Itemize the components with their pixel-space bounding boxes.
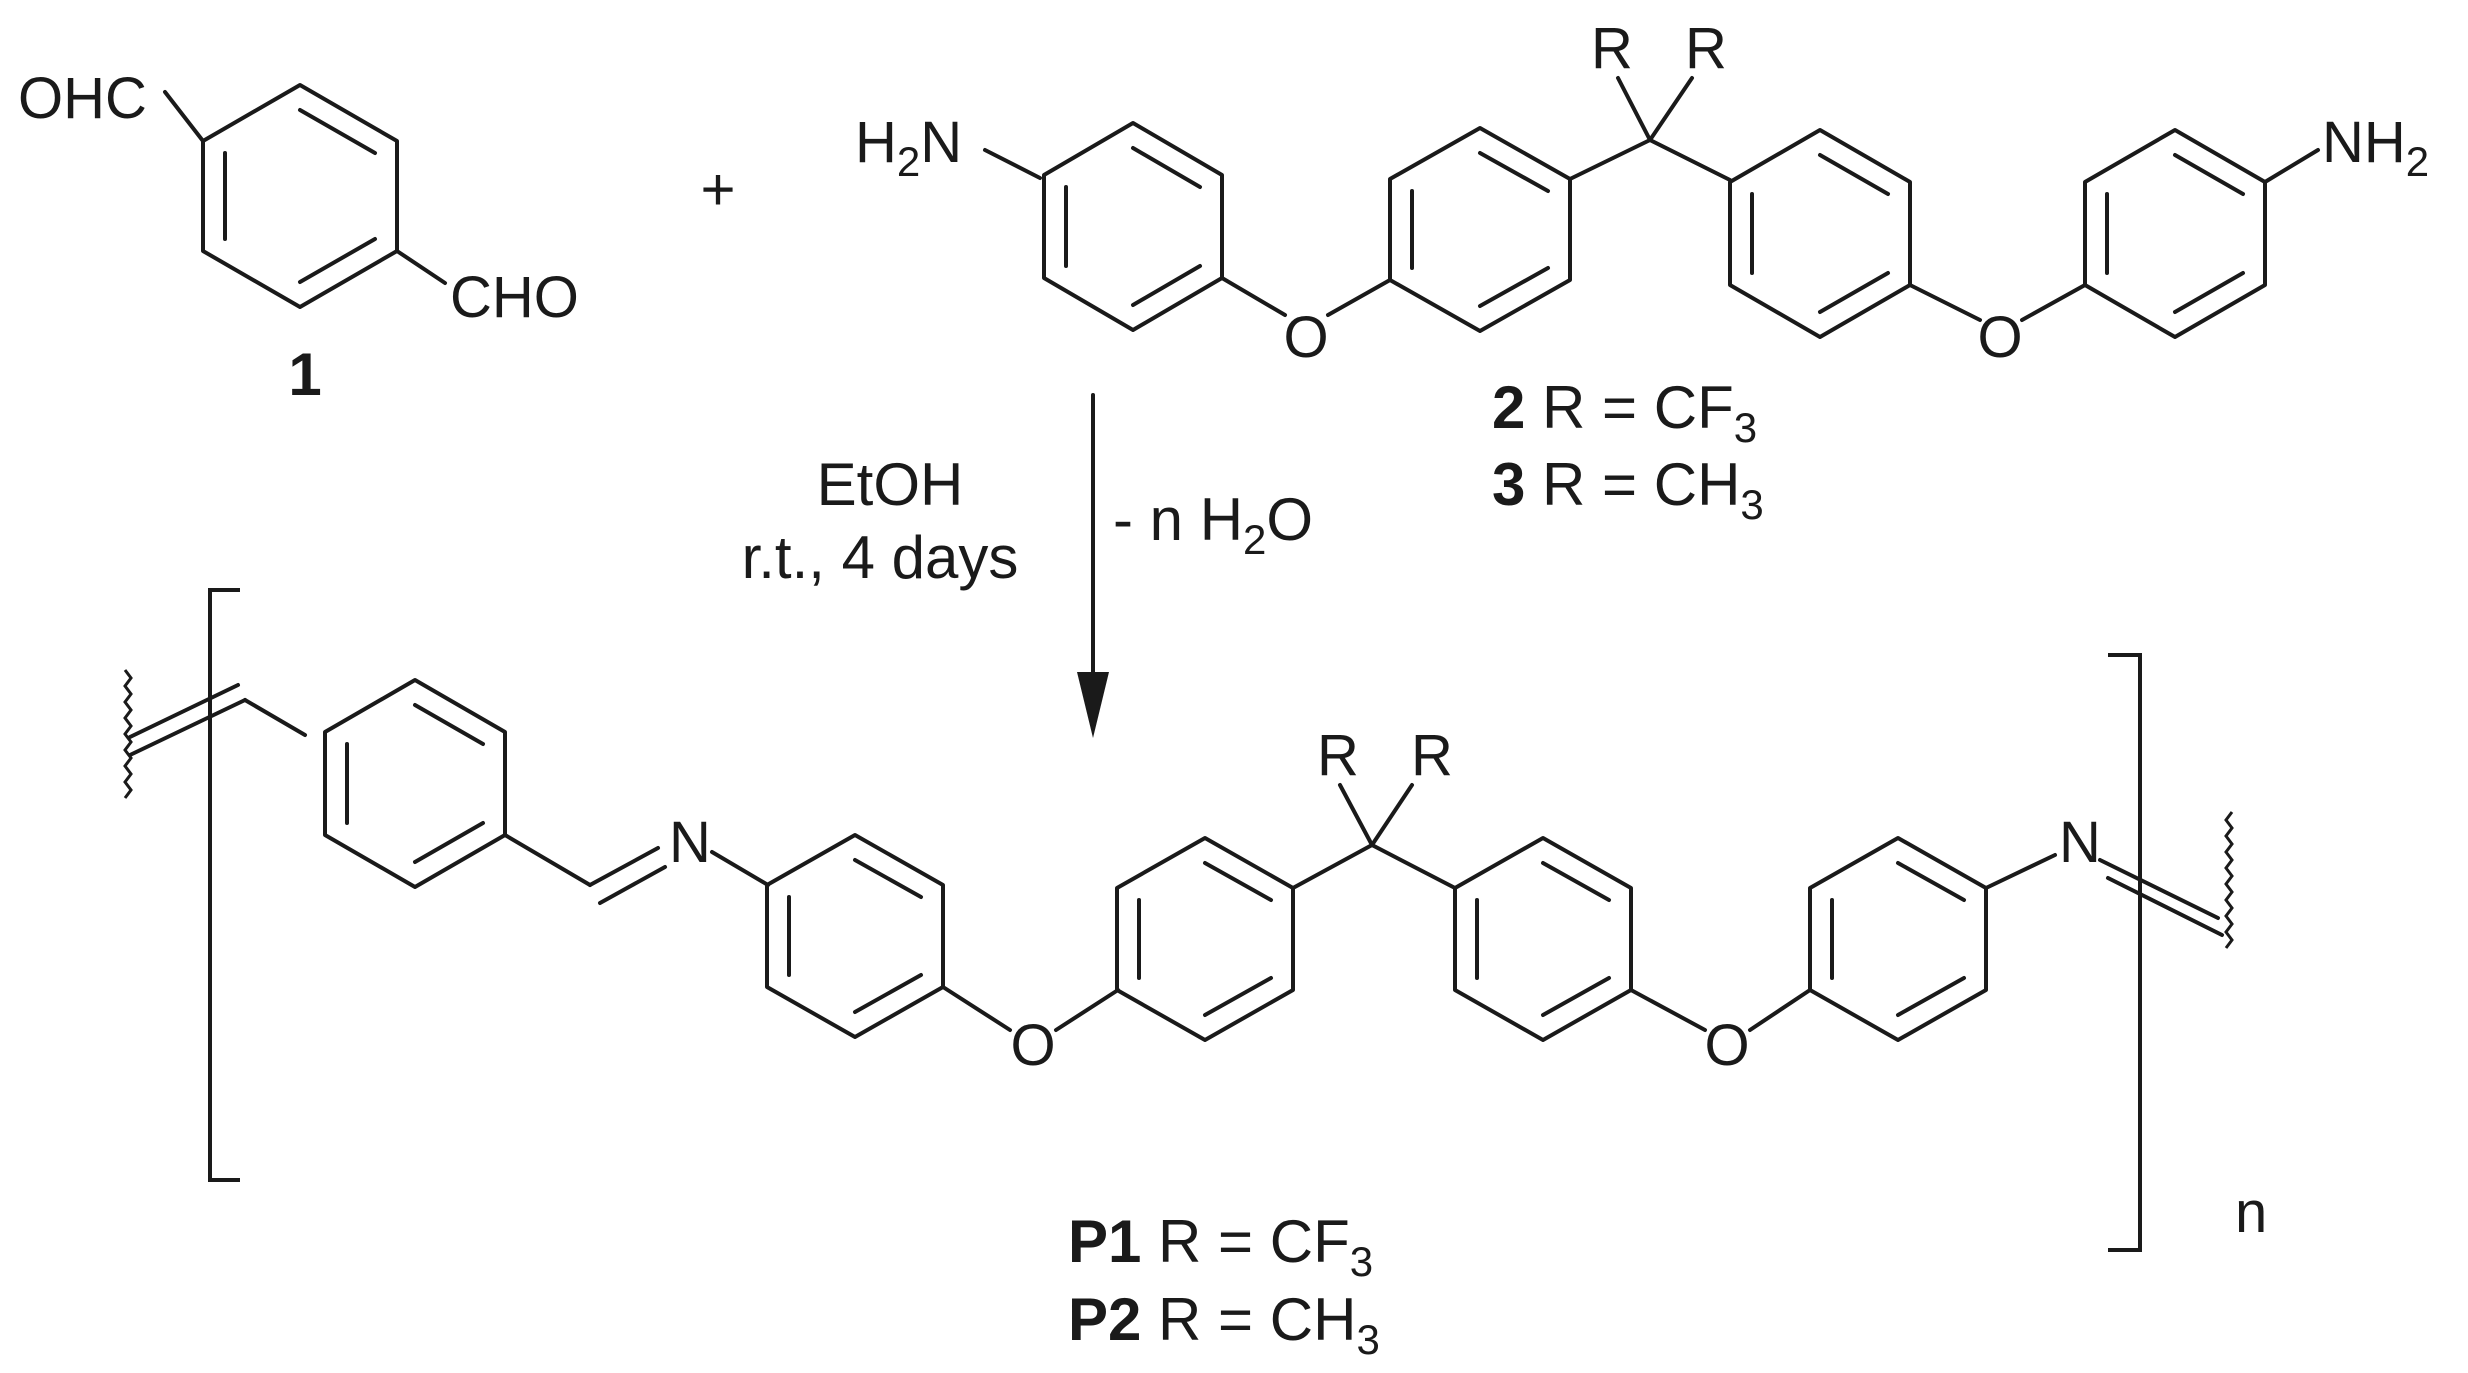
ether-oxygen-1: O bbox=[1010, 1013, 1055, 1078]
polymer-label-p1: P1 R = CF3 bbox=[1068, 1208, 1373, 1285]
substituent-r-right: R bbox=[1685, 16, 1727, 81]
byproduct-label: - n H2O bbox=[1113, 486, 1313, 563]
product-polymer: n N O bbox=[123, 588, 2267, 1363]
substituent-r-right: R bbox=[1411, 723, 1453, 788]
cho-bond-right bbox=[395, 249, 447, 285]
amine-right: NH2 bbox=[2322, 110, 2429, 185]
benzene-ring bbox=[1115, 836, 1295, 1042]
compound-number-1: 1 bbox=[288, 341, 321, 408]
benzene-ring bbox=[2083, 128, 2267, 339]
plus-sign: + bbox=[700, 156, 735, 223]
wavy-end-right bbox=[2224, 811, 2234, 949]
reaction-arrow bbox=[1077, 393, 1109, 738]
amine-left: H2N bbox=[855, 110, 962, 185]
conditions-label: r.t., 4 days bbox=[742, 524, 1019, 591]
benzene-ring bbox=[201, 83, 399, 309]
benzene-ring bbox=[1808, 836, 1988, 1042]
substituent-r-left: R bbox=[1317, 723, 1359, 788]
benzene-ring bbox=[1388, 126, 1572, 333]
right-bracket bbox=[2108, 653, 2142, 1252]
repeat-unit-n: n bbox=[2235, 1180, 2267, 1245]
formyl-group-left: OHC bbox=[18, 66, 147, 131]
wavy-end-left bbox=[123, 669, 133, 799]
reactant-2-diamine: H2N O R R O bbox=[855, 16, 2429, 528]
benzene-ring bbox=[1042, 121, 1224, 332]
compound-label-2: 2 R = CF3 bbox=[1492, 374, 1757, 451]
benzene-ring bbox=[765, 833, 945, 1039]
ether-oxygen-1: O bbox=[1283, 305, 1328, 370]
cho-bond-left bbox=[163, 90, 205, 143]
ether-oxygen-2: O bbox=[1977, 305, 2022, 370]
substituent-r-left: R bbox=[1591, 16, 1633, 81]
benzene-ring bbox=[1453, 836, 1633, 1042]
left-bracket bbox=[208, 588, 240, 1182]
polymer-label-p2: P2 R = CH3 bbox=[1068, 1286, 1380, 1363]
reactant-1-terephthalaldehyde: OHC CHO 1 bbox=[18, 66, 579, 408]
benzene-ring bbox=[1728, 128, 1912, 339]
benzene-ring bbox=[323, 678, 507, 889]
compound-label-3: 3 R = CH3 bbox=[1492, 451, 1764, 528]
imine-nitrogen-left: N bbox=[669, 810, 711, 875]
formyl-group-right: CHO bbox=[450, 265, 579, 330]
imine-nitrogen-right: N bbox=[2059, 810, 2101, 875]
solvent-label: EtOH bbox=[817, 451, 964, 518]
ether-oxygen-2: O bbox=[1704, 1013, 1749, 1078]
